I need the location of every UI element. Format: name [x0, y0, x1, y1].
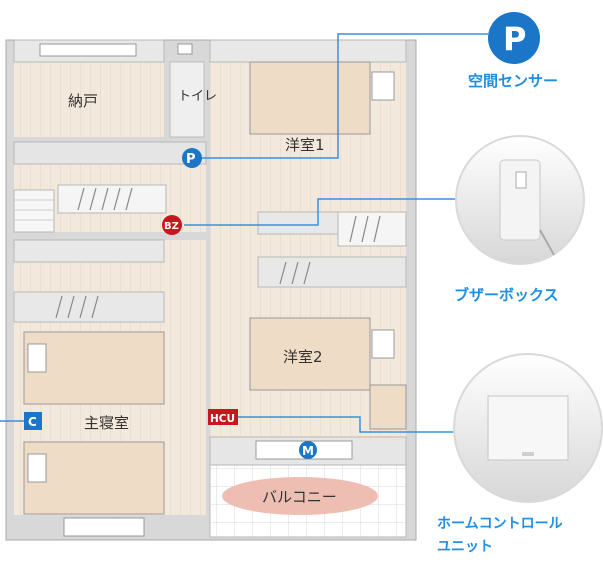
room-label-master: 主寝室: [84, 414, 129, 432]
marker-p: P: [182, 148, 202, 168]
svg-text:P: P: [503, 20, 526, 58]
room-label-toilet: トイレ: [178, 89, 217, 104]
space-sensor-icon: P: [488, 12, 540, 64]
marker-buzzer: BZ: [162, 215, 182, 235]
room-label-balcony: バルコニー: [262, 488, 337, 506]
callout-lines: [0, 33, 488, 433]
closets: [13, 39, 407, 323]
svg-text:M: M: [302, 444, 314, 458]
buzzer-box-callout: ブザーボックス: [454, 286, 559, 304]
svg-text:P: P: [186, 152, 196, 167]
staircase: [13, 189, 55, 233]
buzzer-box-device-icon: [455, 135, 585, 265]
svg-text:BZ: BZ: [164, 221, 179, 232]
bottom-window: [63, 517, 145, 537]
svg-text:C: C: [28, 415, 37, 429]
beds: [23, 61, 407, 515]
space-sensor-callout: 空間センサー: [468, 72, 559, 90]
home-control-unit-callout-line2: ユニット: [437, 539, 493, 555]
marker-c: C: [24, 412, 42, 430]
marker-hcu: HCU: [208, 409, 238, 425]
room-label-western1: 洋室1: [285, 136, 325, 154]
home-control-unit-callout-line1: ホームコントロール: [437, 516, 563, 532]
marker-m: M: [299, 441, 317, 459]
room-label-nando: 納戸: [68, 92, 98, 110]
room-label-western2: 洋室2: [283, 348, 323, 366]
svg-text:HCU: HCU: [210, 413, 235, 425]
home-control-unit-device-icon: [453, 353, 603, 503]
